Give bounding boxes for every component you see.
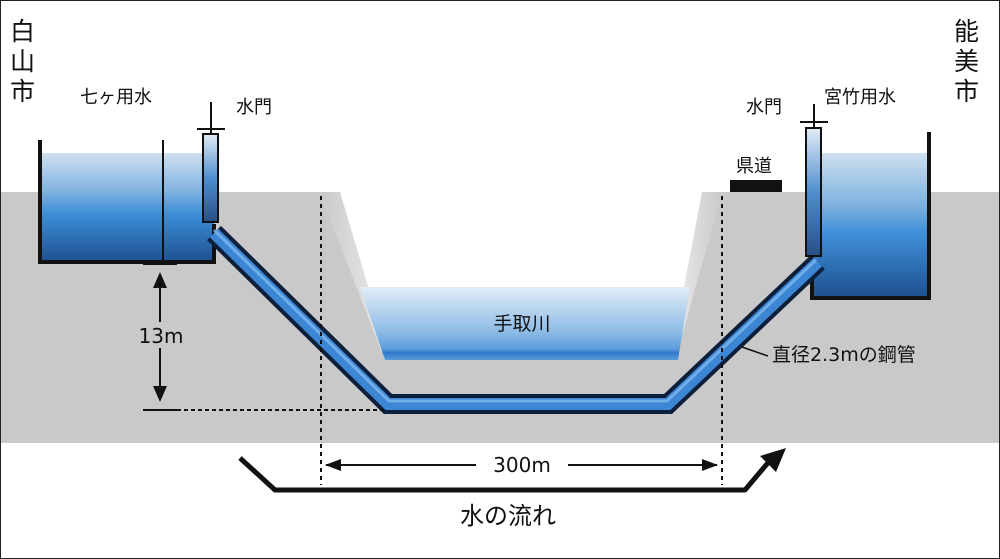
depth-label-bg — [133, 322, 189, 348]
depth-label: 13m — [139, 324, 184, 348]
river-water — [360, 287, 690, 360]
distance-label: 300m — [493, 453, 551, 477]
right-gate-label: 水門 — [746, 97, 782, 118]
left-gate — [202, 133, 219, 223]
road-label: 県道 — [736, 156, 772, 177]
distance-arrow-head-left — [325, 459, 341, 471]
steel-pipe-highlight — [212, 228, 818, 403]
pipe-label-leader — [741, 346, 769, 357]
flow-arrow-head — [760, 448, 786, 472]
right-canal-water — [812, 153, 929, 299]
steel-pipe — [209, 228, 823, 410]
road-marker — [730, 180, 782, 192]
left-canal-water — [40, 153, 214, 263]
right-city-char: 美 — [954, 47, 979, 76]
left-city-char: 山 — [10, 47, 35, 76]
left-canal-label: 七ヶ用水 — [80, 87, 152, 108]
pipe-label: 直径2.3mの鋼管 — [772, 344, 916, 366]
left-city-char: 市 — [10, 77, 35, 106]
depth-arrow-head-top — [153, 272, 167, 288]
flow-label: 水の流れ — [460, 502, 556, 530]
river-label: 手取川 — [493, 313, 550, 335]
left-gate-label: 水門 — [236, 97, 272, 118]
distance-arrow-head-right — [702, 459, 718, 471]
right-city-char: 能 — [954, 17, 979, 46]
right-canal-label: 宮竹用水 — [824, 87, 896, 108]
depth-arrow-head-bottom — [153, 386, 167, 402]
left-city-char: 白 — [10, 17, 35, 46]
flow-arrow — [238, 456, 774, 493]
right-gate — [805, 127, 822, 257]
right-city-char: 市 — [954, 77, 979, 106]
